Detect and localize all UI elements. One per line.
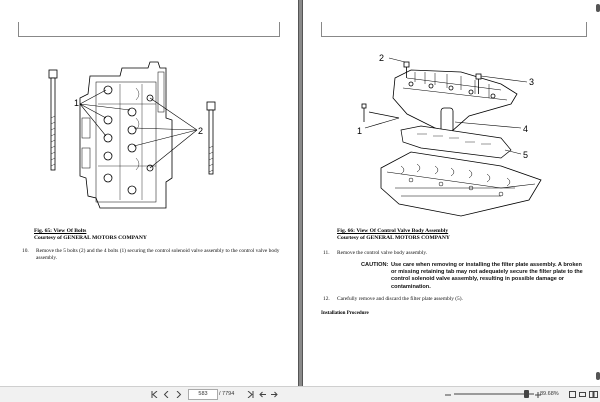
step-number: 10.: [22, 248, 29, 254]
step-number: 12.: [323, 296, 330, 302]
zoom-slider[interactable]: [454, 393, 534, 395]
header-rule: [321, 22, 587, 37]
header-rule: [18, 22, 280, 37]
step-text: Carefully remove and discard the filter …: [337, 296, 463, 302]
step-12: 12. Carefully remove and discard the fil…: [323, 296, 583, 304]
zoom-slider-knob[interactable]: [524, 390, 529, 398]
step-10: 10. Remove the 5 bolts (2) and the 4 bol…: [22, 248, 282, 264]
figure-caption: Fig. 65: View Of Bolts Courtesy of GENER…: [34, 228, 147, 242]
prev-page-icon[interactable]: [162, 390, 171, 399]
figure-caption: Fig. 66: View Of Control Valve Body Asse…: [337, 228, 450, 242]
page-number-input[interactable]: 583: [188, 389, 218, 400]
next-page-icon[interactable]: [174, 390, 183, 399]
callout-1: 1: [74, 98, 79, 108]
zoom-out-icon[interactable]: [444, 390, 452, 399]
fit-page-icon[interactable]: [568, 390, 576, 399]
right-page: 2 3 1 4 5 Fig. 66: View Of Control Valve…: [302, 0, 600, 387]
step-text: Remove the 5 bolts (2) and the 4 bolts (…: [36, 248, 280, 261]
callout-2: 2: [198, 126, 203, 136]
caption-title: Fig. 66: View Of Control Valve Body Asse…: [337, 228, 449, 234]
caption-credit: Courtesy of GENERAL MOTORS COMPANY: [34, 235, 147, 241]
zoom-level[interactable]: 89.68%: [540, 391, 559, 397]
first-page-icon[interactable]: [150, 390, 159, 399]
callout-3: 3: [529, 77, 534, 87]
caution-text: Use care when removing or installing the…: [391, 262, 583, 290]
callout-5: 5: [523, 150, 528, 160]
scrollbar-thumb-bottom[interactable]: [596, 372, 600, 380]
caution-label: CAUTION:: [361, 262, 389, 268]
valve-body-figure: 2 3 1 4 5: [357, 53, 542, 217]
left-page: 1 2 Fig. 65: View Of Bolts Courtesy of G…: [0, 0, 299, 387]
step-text: Remove the control valve body assembly.: [337, 250, 428, 256]
step-11: 11. Remove the control valve body assemb…: [323, 250, 583, 258]
forward-icon[interactable]: [270, 390, 279, 399]
callout-2: 2: [379, 53, 384, 63]
caption-title: Fig. 65: View Of Bolts: [34, 228, 87, 234]
step-number: 11.: [323, 250, 330, 256]
callout-1: 1: [357, 126, 362, 136]
back-icon[interactable]: [258, 390, 267, 399]
bolts-figure: 1 2: [48, 61, 216, 209]
callout-4: 4: [523, 124, 528, 134]
scrollbar-thumb[interactable]: [596, 4, 600, 12]
last-page-icon[interactable]: [246, 390, 255, 399]
zoom-in-icon[interactable]: [535, 390, 541, 399]
fit-width-icon[interactable]: [578, 390, 586, 399]
viewer-toolbar: 583 / 7794 89.68%: [0, 386, 600, 402]
section-heading: Installation Procedure: [321, 311, 369, 316]
page-total: / 7794: [219, 391, 235, 397]
caption-credit: Courtesy of GENERAL MOTORS COMPANY: [337, 235, 450, 241]
facing-pages-icon[interactable]: [588, 390, 598, 399]
